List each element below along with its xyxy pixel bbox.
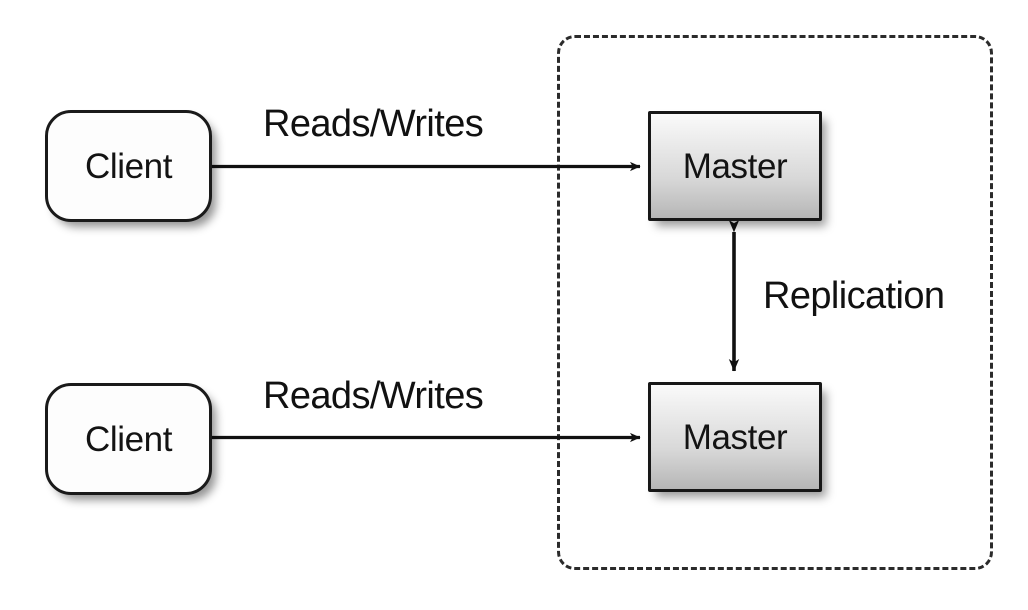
edge-label-reads-writes-top: Reads/Writes bbox=[263, 103, 484, 145]
node-master-bottom-label: Master bbox=[682, 417, 788, 457]
edge-label-reads-writes-bottom: Reads/Writes bbox=[263, 375, 484, 417]
edge-label-replication: Replication bbox=[763, 275, 945, 317]
node-master-top[interactable]: Master bbox=[648, 111, 822, 221]
node-master-top-label: Master bbox=[682, 146, 788, 186]
replication-cluster-boundary bbox=[557, 35, 993, 570]
node-master-bottom[interactable]: Master bbox=[648, 382, 822, 492]
node-client-top[interactable]: Client bbox=[45, 110, 212, 222]
node-client-top-label: Client bbox=[84, 146, 173, 186]
node-client-bottom-label: Client bbox=[84, 419, 173, 459]
node-client-bottom[interactable]: Client bbox=[45, 383, 212, 495]
